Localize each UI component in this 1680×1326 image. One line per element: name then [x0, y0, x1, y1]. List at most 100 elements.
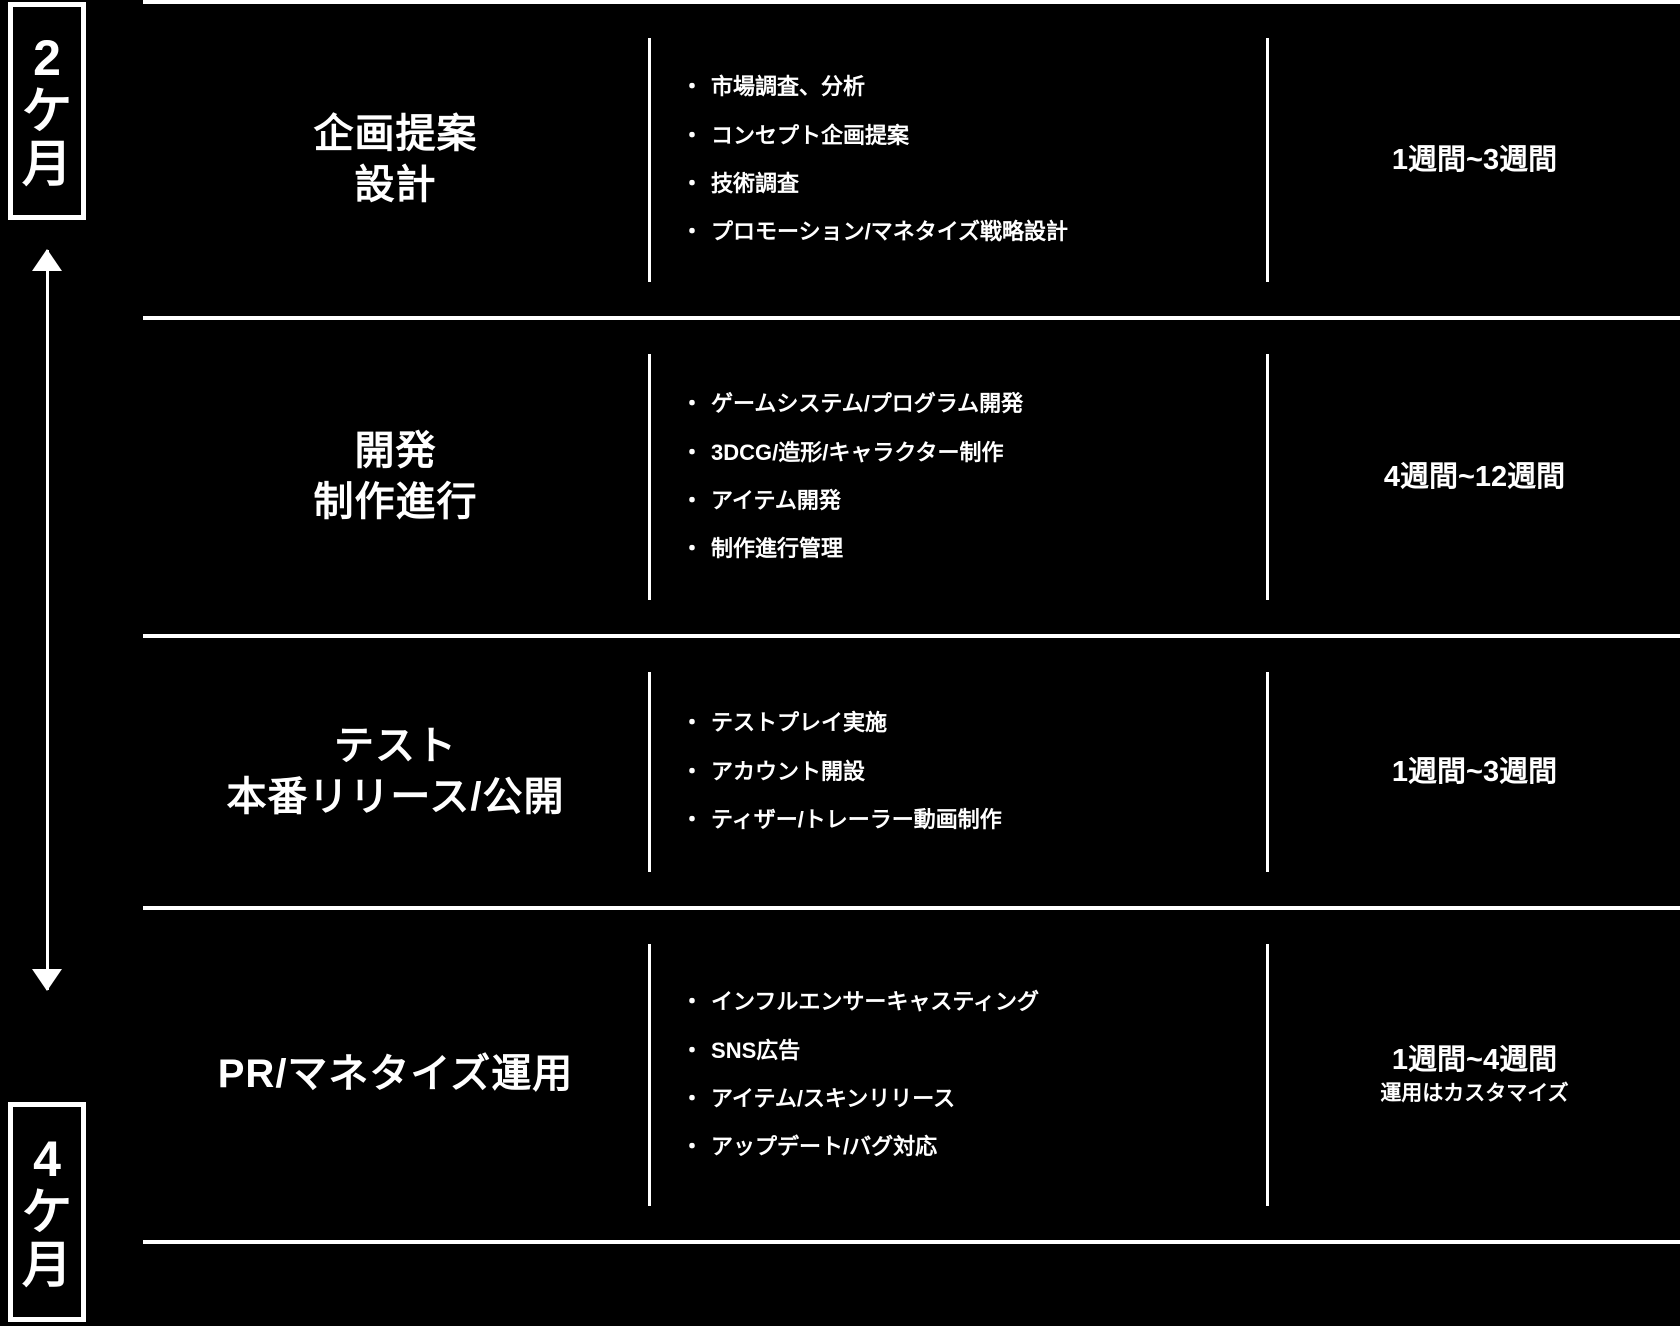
task-label: アップデート/バグ対応 — [711, 1134, 938, 1160]
phase-title-line: 本番リリース/公開 — [226, 775, 565, 819]
row-divider-2 — [143, 634, 1680, 638]
row-divider-top — [143, 0, 1680, 4]
row-divider-1 — [143, 316, 1680, 320]
bullet-icon: ・ — [681, 807, 704, 833]
bullet-icon: ・ — [681, 1037, 704, 1063]
bullet-icon: ・ — [681, 219, 704, 245]
phase-title-cell: 企画提案 設計 — [143, 109, 648, 211]
task-label: 市場調査、分析 — [711, 74, 866, 100]
task-item: ・ゲームシステム/プログラム開発 — [681, 391, 1266, 417]
bullet-icon: ・ — [681, 1134, 704, 1160]
column-divider — [648, 672, 651, 872]
task-item: ・アイテム/スキンリリース — [681, 1086, 1266, 1112]
duration-label: 1週間~3週間 — [1391, 755, 1558, 788]
task-item: ・アイテム開発 — [681, 488, 1266, 514]
duration-badge-bottom-number: 4 — [33, 1130, 61, 1187]
column-divider — [1266, 354, 1269, 600]
bullet-icon: ・ — [681, 989, 704, 1015]
duration-badge-top-unit-2: 月 — [22, 135, 72, 192]
duration-label: 1週間~3週間 — [1391, 143, 1558, 176]
bullet-icon: ・ — [681, 74, 704, 100]
task-item: ・ SNS広告 — [681, 1038, 1266, 1064]
column-divider — [648, 944, 651, 1206]
phase-row: PR/マネタイズ運用 ・インフルエンサーキャスティング ・SNS広告 ・アイテム… — [143, 910, 1680, 1240]
bullet-icon: ・ — [681, 536, 704, 562]
task-list: ・市場調査、分析 ・コンセプト企画提案 ・技術調査 ・プロモーション/マネタイズ… — [651, 74, 1266, 246]
task-label: ゲームシステム/プログラム開発 — [711, 391, 1024, 417]
task-label: 技術調査 — [711, 171, 800, 196]
bullet-icon: ・ — [681, 439, 704, 465]
phase-table: 企画提案 設計 ・市場調査、分析 ・コンセプト企画提案 ・技術調査 ・プロモーシ… — [143, 0, 1680, 1326]
column-divider — [648, 354, 651, 600]
phase-title-line: 制作進行 — [313, 480, 478, 524]
task-item: ・ティザー/トレーラー動画制作 — [681, 807, 1266, 833]
bullet-icon: ・ — [681, 758, 704, 784]
task-list: ・ゲームシステム/プログラム開発 ・3DCG/造形/キャラクター制作 ・アイテム… — [651, 391, 1266, 563]
bullet-icon: ・ — [681, 391, 704, 417]
duration-label: 1週間~4週間 — [1391, 1044, 1558, 1077]
column-divider — [1266, 672, 1269, 872]
phase-title-line: PR/マネタイズ運用 — [217, 1052, 574, 1097]
column-divider — [1266, 944, 1269, 1206]
task-label: アイテム/スキンリリース — [711, 1086, 956, 1111]
phase-title-cell: テスト 本番リリース/公開 — [143, 721, 648, 823]
task-item: ・テストプレイ実施 — [681, 710, 1266, 736]
task-label: コンセプト企画提案 — [711, 122, 910, 148]
duration-badge-bottom-unit-2: 月 — [22, 1236, 72, 1293]
phase-title-cell: PR/マネタイズ運用 — [143, 1049, 648, 1100]
duration-label: 4週間~12週間 — [1383, 460, 1566, 493]
duration-badge-bottom: 4 ケ 月 — [8, 1102, 86, 1322]
task-item: ・コンセプト企画提案 — [681, 123, 1266, 149]
row-divider-3 — [143, 906, 1680, 910]
phase-row: テスト 本番リリース/公開 ・テストプレイ実施 ・アカウント開設 ・ティザー/ト… — [143, 638, 1680, 906]
vertical-double-arrow-icon — [32, 249, 62, 991]
duration-note: 運用はカスタマイズ — [1380, 1082, 1569, 1106]
task-item: ・アップデート/バグ対応 — [681, 1134, 1266, 1160]
phase-title-line: 開発 — [354, 428, 437, 473]
task-item: ・ 3DCG/造形/キャラクター制作 — [681, 440, 1266, 466]
phase-row: 企画提案 設計 ・市場調査、分析 ・コンセプト企画提案 ・技術調査 ・プロモーシ… — [143, 4, 1680, 316]
task-label: SNS広告 — [711, 1037, 801, 1063]
phase-title-line: 設計 — [354, 163, 437, 207]
duration-badge-top-number: 2 — [33, 29, 61, 86]
column-divider — [648, 38, 651, 282]
task-list: ・インフルエンサーキャスティング ・SNS広告 ・アイテム/スキンリリース ・ア… — [651, 989, 1266, 1161]
arrow-head-down-icon — [32, 969, 62, 991]
bullet-icon: ・ — [681, 710, 704, 736]
phase-title-line: テスト — [334, 723, 457, 768]
bullet-icon: ・ — [681, 122, 704, 148]
duration-badge-top: 2 ケ 月 — [8, 2, 86, 220]
task-label: アイテム開発 — [711, 488, 841, 513]
task-label: 3DCG/造形/キャラクター制作 — [711, 439, 1004, 465]
task-item: ・技術調査 — [681, 171, 1266, 197]
task-label: プロモーション/マネタイズ戦略設計 — [711, 219, 1069, 245]
task-label: 制作進行管理 — [711, 536, 844, 562]
task-item: ・制作進行管理 — [681, 536, 1266, 562]
task-label: アカウント開設 — [711, 758, 866, 784]
task-label: テストプレイ実施 — [711, 710, 888, 736]
phase-title-line: 企画提案 — [313, 111, 478, 156]
task-item: ・市場調査、分析 — [681, 74, 1266, 100]
task-item: ・インフルエンサーキャスティング — [681, 989, 1266, 1015]
task-item: ・プロモーション/マネタイズ戦略設計 — [681, 219, 1266, 245]
timeline-rail: 2 ケ 月 4 ケ 月 — [0, 0, 150, 1326]
task-list: ・テストプレイ実施 ・アカウント開設 ・ティザー/トレーラー動画制作 — [651, 710, 1266, 833]
arrow-head-up-icon — [32, 249, 62, 271]
arrow-shaft — [46, 250, 49, 990]
row-divider-bottom — [143, 1240, 1680, 1244]
phase-title-cell: 開発 制作進行 — [143, 426, 648, 528]
duration-badge-top-unit-1: ケ — [22, 82, 72, 139]
task-item: ・アカウント開設 — [681, 759, 1266, 785]
duration-badge-bottom-unit-1: ケ — [22, 1183, 72, 1240]
bullet-icon: ・ — [681, 171, 704, 196]
column-divider — [1266, 38, 1269, 282]
bullet-icon: ・ — [681, 1086, 704, 1111]
duration-cell: 1週間~3週間 — [1269, 754, 1680, 790]
task-label: ティザー/トレーラー動画制作 — [711, 807, 1002, 833]
duration-cell: 1週間~4週間 運用はカスタマイズ — [1269, 1042, 1680, 1108]
duration-cell: 1週間~3週間 — [1269, 142, 1680, 178]
bullet-icon: ・ — [681, 488, 704, 513]
task-label: インフルエンサーキャスティング — [711, 989, 1040, 1015]
phase-row: 開発 制作進行 ・ゲームシステム/プログラム開発 ・3DCG/造形/キャラクター… — [143, 320, 1680, 634]
